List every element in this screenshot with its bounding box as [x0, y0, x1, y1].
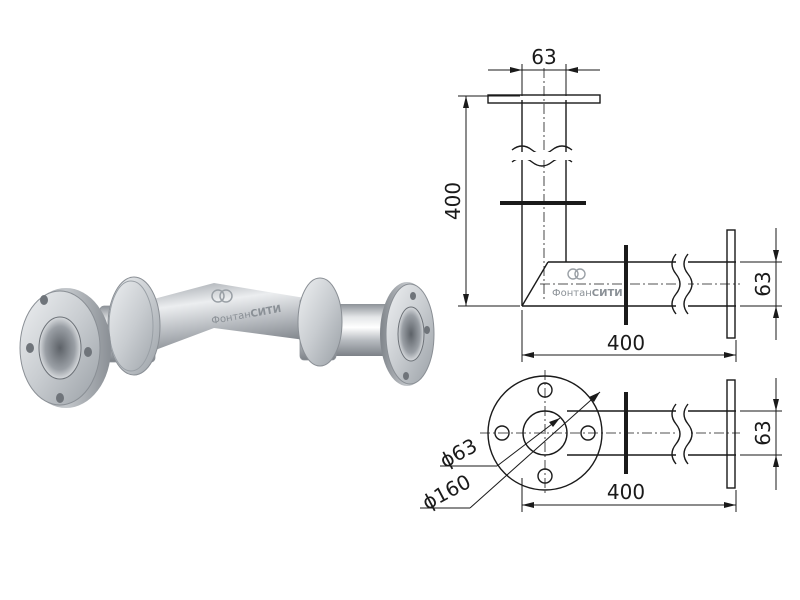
brand-text-bold: СИТИ	[592, 288, 623, 299]
brand-text-regular: Фонтан	[552, 288, 592, 299]
horizontal-length-dimension: 400	[607, 331, 645, 355]
bolt-hole	[403, 372, 409, 380]
top-view-drawing: ФонтанСИТИ 63 400 400 63	[441, 45, 782, 362]
right-inner-flange	[297, 277, 343, 367]
fontan-city-logo-icon	[567, 268, 586, 280]
front-right-flange-plate	[726, 379, 736, 489]
front-length-dimension: 400	[607, 480, 645, 504]
brand-text-bold: СИТИ	[250, 304, 282, 320]
left-end-flange-bore	[38, 316, 82, 380]
right-height-dimension: 63	[751, 271, 775, 296]
fontan-city-logo-icon	[211, 289, 233, 303]
bolt-hole	[56, 393, 64, 403]
right-flange-plate	[726, 229, 736, 339]
front-view-drawing: ϕ63 ϕ160 400 63	[418, 370, 782, 515]
top-flange-plate	[487, 94, 601, 104]
bolt-hole	[424, 326, 430, 334]
top-pipe-diameter-dimension: 63	[531, 45, 556, 69]
left-inner-flange-edge	[108, 280, 154, 372]
elbow-pipe-section	[150, 283, 305, 352]
bolt-hole	[84, 347, 92, 357]
left-inner-flange	[107, 276, 161, 376]
bolt-hole	[410, 292, 416, 300]
product-render: ФонтанСИТИ	[19, 276, 435, 408]
bolt-hole	[40, 295, 48, 305]
vertical-length-dimension: 400	[441, 182, 465, 220]
pipe-diameter-callout: ϕ63	[436, 433, 481, 472]
right-end-flange-bore	[397, 306, 425, 362]
front-height-dimension: 63	[751, 420, 775, 445]
bolt-hole	[26, 343, 34, 353]
drawing-brand-label: ФонтанСИТИ	[552, 288, 623, 299]
